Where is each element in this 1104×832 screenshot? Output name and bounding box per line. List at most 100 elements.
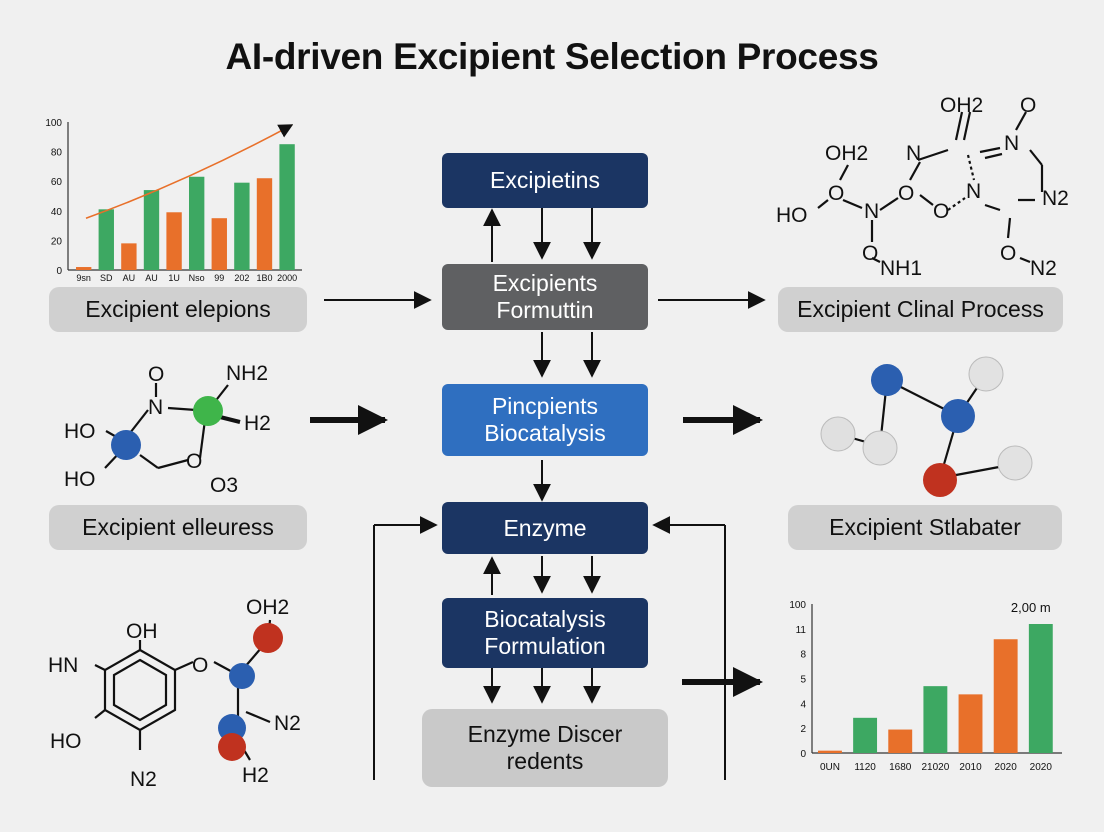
node-discer-line1: Enzyme Discer (467, 721, 623, 747)
y-tick-label: 8 (800, 650, 806, 661)
atom-label: O (148, 363, 164, 386)
atom-label: N (906, 142, 921, 165)
x-tick-label: Nso (189, 273, 205, 283)
label-excipient-stlabater: Excipient Stlabater (788, 505, 1062, 550)
atom-red (923, 463, 957, 497)
node-excipients-formulation-line2: Formuttin (496, 297, 594, 323)
atom-blue (871, 364, 903, 396)
atom-label: NH2 (226, 362, 268, 385)
atom-label: O (192, 654, 208, 677)
atom-label: O (933, 200, 949, 223)
bar (76, 267, 92, 270)
atom-white (997, 445, 1033, 481)
node-bio-formulation-line2: Formulation (484, 633, 606, 659)
node-enzyme-label: Enzyme (503, 514, 587, 541)
y-tick-label: 4 (800, 699, 806, 710)
molecule-bottom-left (94, 619, 272, 761)
molecule-top-right (817, 111, 1044, 264)
x-tick-label: 202 (234, 273, 249, 283)
atom-label: O (1000, 242, 1016, 265)
bar (143, 190, 160, 270)
node-enzyme: Enzyme (442, 502, 648, 554)
atom-label: OH2 (825, 142, 868, 165)
atom-label: NH1 (880, 257, 922, 280)
x-tick-label: SD (100, 273, 113, 283)
atom-blue (941, 399, 975, 433)
x-tick-label: 99 (214, 273, 224, 283)
y-tick-label: 5 (800, 675, 806, 686)
atom-label: OH2 (940, 94, 983, 117)
bar (1028, 624, 1053, 753)
node-enzyme-discer: Enzyme Discer redents (422, 709, 668, 787)
y-tick-label: 0 (56, 266, 62, 277)
x-tick-label: AU (145, 273, 158, 283)
x-tick-label: 2010 (959, 762, 982, 773)
diagram-title: AI-driven Excipient Selection Process (225, 36, 879, 77)
bar (923, 686, 948, 753)
atom-red (218, 733, 246, 761)
y-tick-label: 20 (51, 236, 63, 247)
x-tick-label: 2000 (277, 273, 297, 283)
node-discer-line2: redents (506, 748, 584, 774)
bar (166, 212, 182, 270)
atom-label: N (1004, 132, 1019, 155)
label-excipient-elepions-text: Excipient elepions (85, 296, 271, 322)
node-biocatalysis-formulation: Biocatalysis Formulation (442, 598, 648, 668)
y-tick-label: 100 (45, 118, 62, 129)
x-tick-label: 1120 (854, 762, 876, 773)
atom-white (862, 430, 898, 466)
x-tick-label: 2020 (995, 762, 1018, 773)
bar (993, 639, 1018, 753)
molecule-top-right-labels: OH2 O OH2 N N O O N O N HO N2 O NH1 O N2 (776, 94, 1069, 280)
atom-label: HO (64, 468, 96, 491)
atom-label: OH2 (246, 596, 289, 619)
atom-blue (111, 430, 141, 460)
bar (98, 209, 114, 270)
atom-label: O (898, 182, 914, 205)
node-excipietins-label: Excipietins (490, 167, 600, 193)
atom-label: N (966, 180, 981, 203)
molecule-mid-right (820, 356, 1033, 497)
atom-white (968, 356, 1004, 392)
atom-white (820, 416, 856, 452)
atom-label: N2 (1030, 257, 1057, 280)
y-tick-label: 100 (789, 600, 806, 611)
x-tick-label: 2020 (1030, 762, 1053, 773)
atom-label: HO (64, 420, 96, 443)
y-tick-label: 60 (51, 177, 63, 188)
y-tick-label: 11 (796, 625, 807, 636)
label-excipient-elleuress: Excipient elleuress (49, 505, 307, 550)
atom-label: N2 (130, 768, 157, 791)
x-tick-label: AU (123, 273, 136, 283)
label-excipient-elleuress-text: Excipient elleuress (82, 514, 274, 540)
bar (853, 717, 878, 753)
y-tick-label: 2 (800, 724, 806, 735)
label-excipient-clinal-process: Excipient Clinal Process (778, 287, 1063, 332)
atom-label: O (828, 182, 844, 205)
x-tick-label: 0UN (820, 762, 840, 773)
node-pincpients-biocatalysis: Pincpients Biocatalysis (442, 384, 648, 456)
atom-blue (229, 663, 255, 689)
bar (279, 144, 295, 270)
atom-label: O (186, 450, 202, 473)
bar (189, 176, 205, 270)
bar (256, 178, 273, 270)
label-excipient-elepions: Excipient elepions (49, 287, 307, 332)
node-excipietins: Excipietins (442, 153, 648, 208)
y-tick-label: 80 (51, 148, 63, 159)
atom-label: O (862, 242, 878, 265)
chart-annotation: 2,00 m (1011, 600, 1051, 615)
label-stlabater-text: Excipient Stlabater (829, 514, 1021, 540)
atom-label: OH (126, 620, 158, 643)
trend-arrow (85, 124, 294, 219)
atom-label: N (148, 396, 163, 419)
bar (211, 218, 227, 270)
atom-label: HO (50, 730, 82, 753)
bar (121, 243, 137, 270)
atom-label: H2 (242, 764, 269, 787)
